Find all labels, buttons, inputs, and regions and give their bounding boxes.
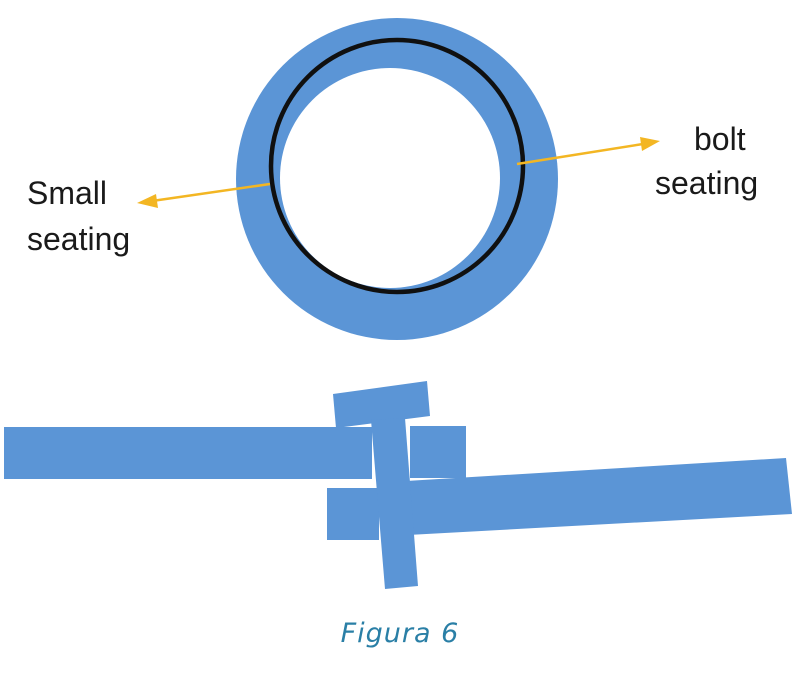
bolt-seating-label-line1: bolt (694, 121, 746, 157)
arrow-left-icon (137, 182, 271, 208)
small-seating-label-line2: seating (27, 221, 131, 257)
bolted-joint-side-view (4, 381, 792, 589)
bolt-shank (371, 418, 418, 589)
bolt-hole (280, 68, 500, 288)
seating-contact-line (268, 37, 526, 295)
right-plate (406, 458, 792, 535)
small-seating-label-line1: Small (27, 175, 108, 211)
washer-top-view (236, 18, 558, 340)
bolt-head (333, 381, 430, 428)
figure-caption: Figura 6 (340, 618, 460, 649)
upper-nut-block (410, 426, 466, 478)
arrow-right-icon (516, 137, 660, 166)
bolt-seating-label-line2: seating (655, 165, 759, 201)
lower-nut-block (327, 488, 379, 540)
left-plate (4, 427, 372, 479)
